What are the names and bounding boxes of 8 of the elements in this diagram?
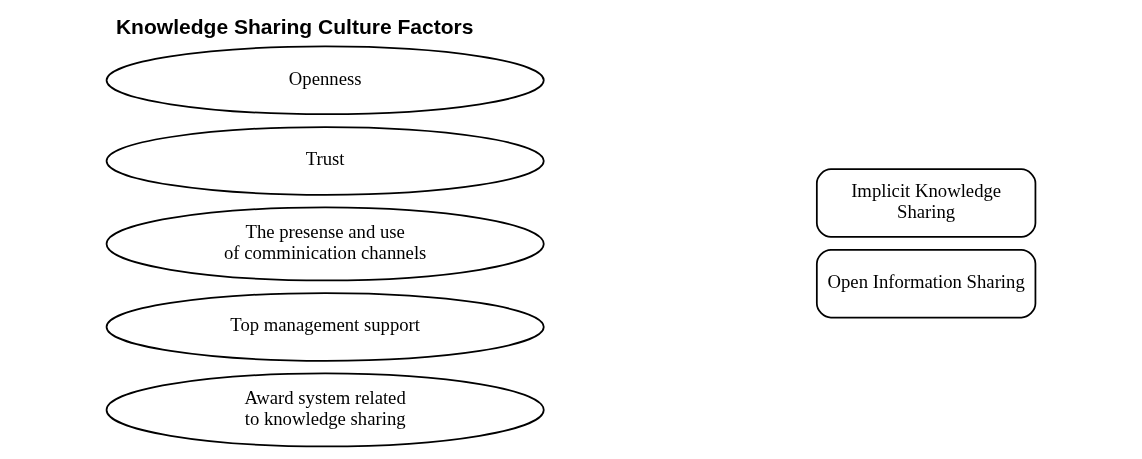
node-ellipse: Openness: [105, 45, 545, 115]
node-ellipse: The presense and use of comminication channels: [105, 206, 545, 281]
node-ellipse: Trust: [105, 125, 545, 196]
node-ellipse: Award system related to knowledge sharing: [105, 372, 545, 447]
node-ellipse: Top management support: [105, 291, 545, 362]
node-box: Implicit Knowledge Sharing: [815, 167, 1037, 238]
node-box: Open Information Sharing: [815, 248, 1037, 318]
diagram-title: Knowledge Sharing Culture Factors: [115, 14, 474, 38]
